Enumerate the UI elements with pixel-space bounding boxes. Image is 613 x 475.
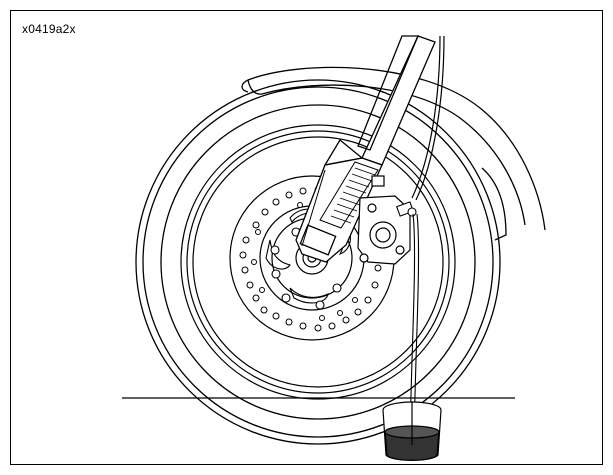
brake-hose: [411, 35, 445, 201]
figure-border: [10, 10, 603, 465]
brake-caliper: [357, 175, 411, 265]
bleed-tube: [409, 213, 420, 431]
catch-container: [382, 401, 442, 461]
tire: [135, 79, 501, 445]
figure-id-label: x0419a2x: [22, 22, 76, 36]
bleeder-valve: [396, 201, 417, 217]
wheel-rim: [180, 124, 456, 400]
